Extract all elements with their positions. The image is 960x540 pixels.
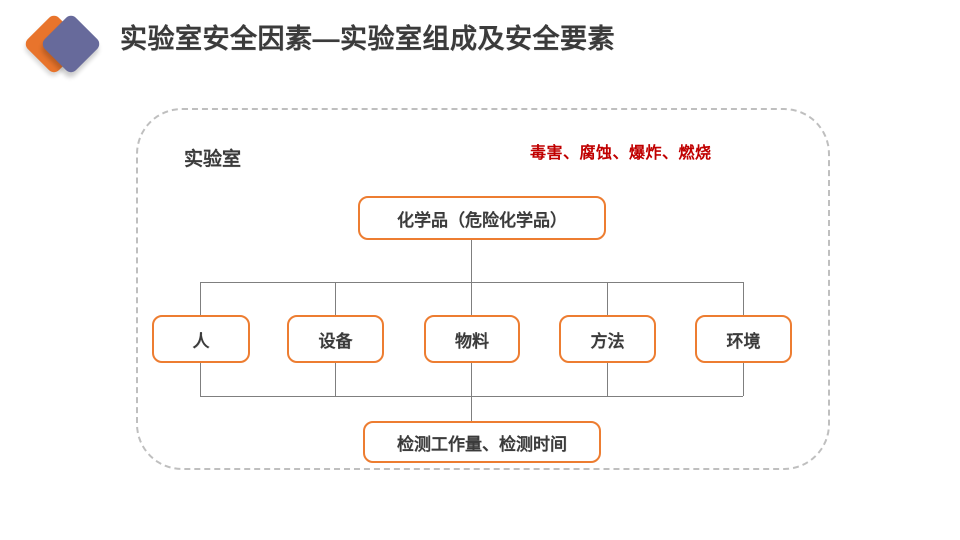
node-chemicals[interactable]: 化学品（危险化学品） — [358, 196, 606, 240]
node-people[interactable]: 人 — [152, 315, 250, 363]
node-environment[interactable]: 环境 — [695, 315, 792, 363]
connector-to-environment — [743, 282, 744, 315]
connector-bottom-stem — [471, 396, 472, 421]
node-material[interactable]: 物料 — [424, 315, 520, 363]
laboratory-boundary — [136, 108, 830, 470]
node-workload-time[interactable]: 检测工作量、检测时间 — [363, 421, 601, 463]
node-equipment[interactable]: 设备 — [287, 315, 384, 363]
connector-to-method — [607, 282, 608, 315]
connector-people-down — [200, 363, 201, 396]
connector-material-down — [471, 363, 472, 396]
connector-to-people — [200, 282, 201, 315]
connector-chemical-stem — [471, 240, 472, 282]
connector-equipment-down — [335, 363, 336, 396]
connector-to-equipment — [335, 282, 336, 315]
laboratory-label: 实验室 — [184, 149, 242, 170]
connector-to-material — [471, 282, 472, 315]
connector-environment-down — [743, 363, 744, 396]
page-title: 实验室安全因素—实验室组成及安全要素 — [120, 24, 615, 54]
hazard-note-label: 毒害、腐蚀、爆炸、燃烧 — [530, 145, 712, 162]
slide-header: 实验室安全因素—实验室组成及安全要素 — [0, 0, 960, 88]
connector-method-down — [607, 363, 608, 396]
node-method[interactable]: 方法 — [559, 315, 656, 363]
double-diamond-logo-icon — [22, 12, 110, 76]
